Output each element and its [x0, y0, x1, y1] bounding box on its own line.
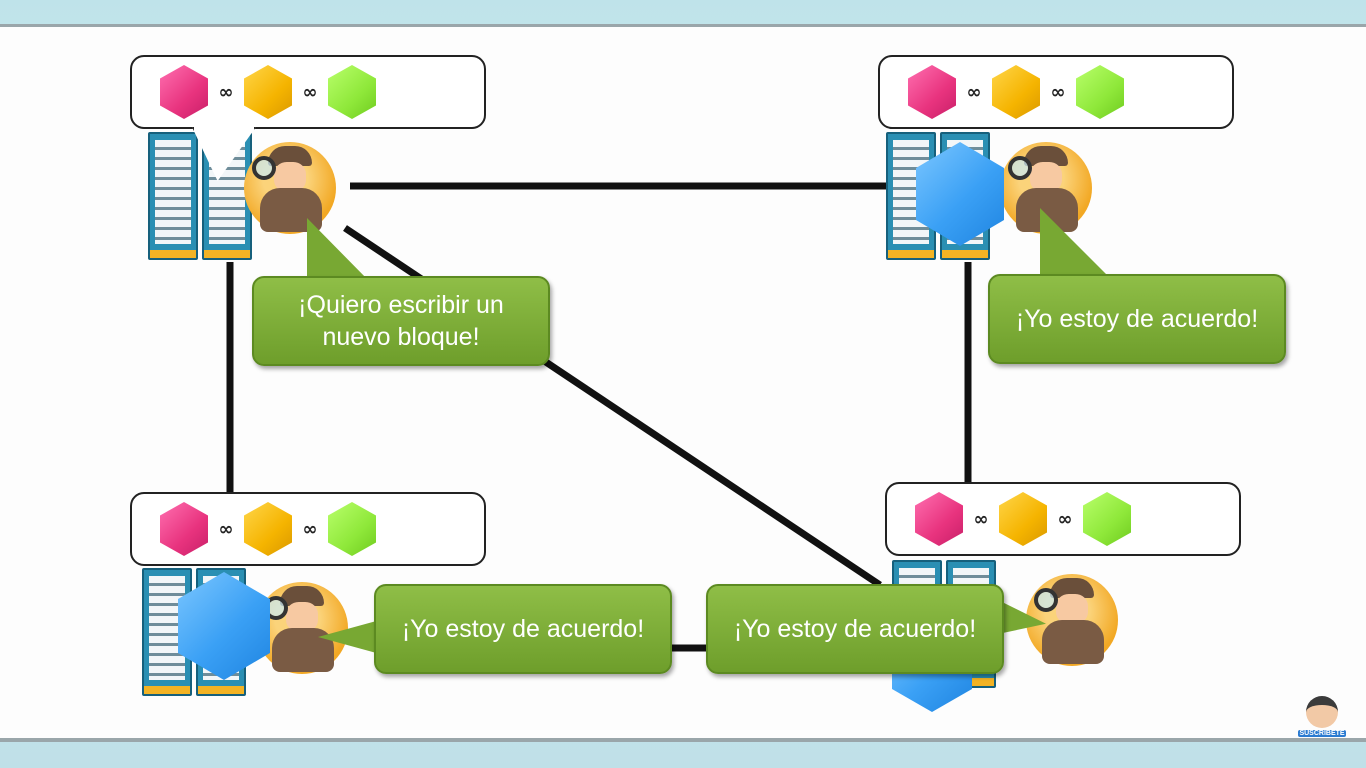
- speech-bubble-agree-top-right: ¡Yo estoy de acuerdo!: [988, 274, 1286, 364]
- block-green-icon: [328, 65, 376, 119]
- chain-link-icon: ∞: [973, 508, 989, 530]
- block-pink-icon: [915, 492, 963, 546]
- server-rack-icon: [148, 132, 198, 260]
- node-bottom-left: [142, 568, 372, 718]
- detective-icon: [1026, 574, 1118, 666]
- block-green-icon: [1076, 65, 1124, 119]
- detective-icon: [256, 582, 348, 674]
- subscribe-label: SUSCRIBETE: [1298, 730, 1346, 737]
- detective-icon: [244, 142, 336, 234]
- blockchain-box-top-right: ∞ ∞: [878, 55, 1234, 129]
- chain-link-icon: ∞: [966, 81, 982, 103]
- block-yellow-icon: [244, 65, 292, 119]
- blockchain-box-bottom-left: ∞ ∞: [130, 492, 486, 566]
- chain-link-icon: ∞: [218, 518, 234, 540]
- block-yellow-icon: [992, 65, 1040, 119]
- block-green-icon: [1083, 492, 1131, 546]
- block-yellow-icon: [244, 502, 292, 556]
- block-pink-icon: [160, 502, 208, 556]
- chain-link-icon: ∞: [1057, 508, 1073, 530]
- block-green-icon: [328, 502, 376, 556]
- speech-bubble-agree-bottom-right: ¡Yo estoy de acuerdo!: [706, 584, 1004, 674]
- chain-link-icon: ∞: [1050, 81, 1066, 103]
- subscribe-badge[interactable]: SUSCRIBETE: [1298, 696, 1346, 742]
- blockchain-box-top-left: ∞ ∞: [130, 55, 486, 129]
- new-block-cube-icon: [916, 142, 1004, 246]
- block-yellow-icon: [999, 492, 1047, 546]
- block-pink-icon: [160, 65, 208, 119]
- speech-bubble-agree-bottom-left: ¡Yo estoy de acuerdo!: [374, 584, 672, 674]
- chain-link-icon: ∞: [218, 81, 234, 103]
- speech-bubble-line: ¡Quiero escribir un: [298, 290, 504, 319]
- speech-bubble-line: nuevo bloque!: [322, 323, 480, 351]
- chain-link-icon: ∞: [302, 518, 318, 540]
- block-pink-icon: [908, 65, 956, 119]
- blockchain-box-bottom-right: ∞ ∞: [885, 482, 1241, 556]
- speech-bubble-new-block: ¡Quiero escribir un nuevo bloque!: [252, 276, 550, 366]
- chain-link-icon: ∞: [302, 81, 318, 103]
- avatar: [1306, 696, 1338, 728]
